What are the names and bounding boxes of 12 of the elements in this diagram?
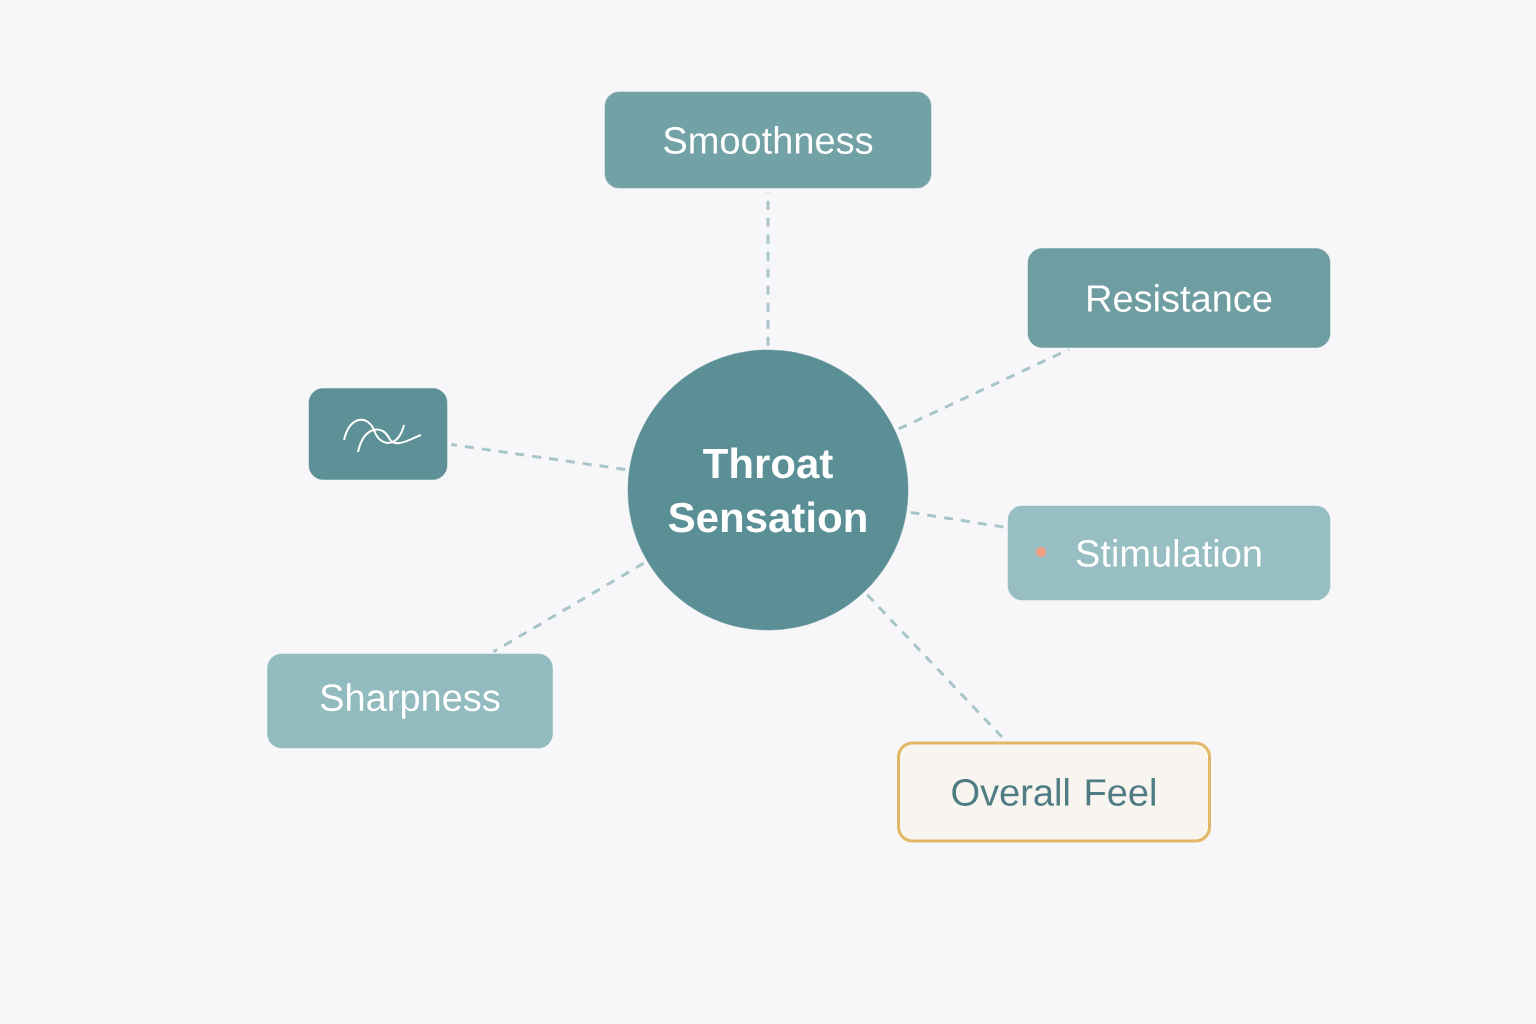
icon-box xyxy=(308,388,448,480)
connector-line xyxy=(492,561,645,653)
connector-line xyxy=(898,348,1070,431)
connector-line xyxy=(451,443,626,471)
highlight-box: Overall Feel xyxy=(897,741,1211,843)
connector-line xyxy=(766,192,770,346)
topic-box: Smoothness xyxy=(604,91,932,189)
topic-box: Resistance xyxy=(1027,248,1331,348)
connector-line xyxy=(866,593,1005,740)
connector-line xyxy=(910,510,1005,529)
topic-box: Sharpness xyxy=(267,653,553,749)
topic-box: Stimulation xyxy=(1007,505,1331,601)
